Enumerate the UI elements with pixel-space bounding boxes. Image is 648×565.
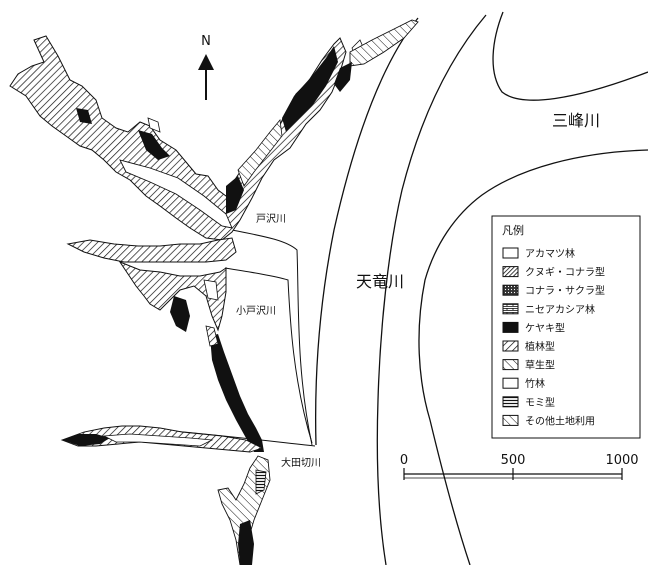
north-arrow-head-icon (198, 54, 214, 70)
veg-upper-basin (9, 35, 347, 241)
veg-upper-mid-black (226, 176, 244, 214)
legend-swatch (502, 414, 519, 426)
veg-upper-black-dot (76, 108, 92, 124)
tozawa-channel (231, 229, 313, 446)
legend-item-label: その他土地利用 (525, 414, 595, 427)
legend-items: アカマツ林クヌギ・コナラ型コナラ・サクラ型ニセアカシア林ケヤキ型植林型草生型竹林… (502, 247, 605, 427)
legend-swatch (502, 340, 519, 352)
river-label-tozawa: 戸沢川 (256, 212, 286, 225)
river-label-ootagiri: 大田切川 (281, 456, 321, 469)
river-label-mine: 三峰川 (552, 111, 600, 130)
veg-upper-white-strip (119, 159, 233, 229)
tenryu-west-bank (314, 17, 419, 446)
legend-swatch (502, 359, 519, 371)
veg-ootagiri-white (102, 433, 214, 447)
river-label-tenryu: 天竜川 (356, 272, 404, 291)
legend-item-label: 植林型 (525, 340, 555, 353)
north-arrow: N (198, 34, 214, 100)
legend-item-label: ニセアカシア林 (525, 303, 595, 316)
legend-swatch (502, 321, 519, 333)
legend: 凡例 アカマツ林クヌギ・コナラ型コナラ・サクラ型ニセアカシア林ケヤキ型植林型草生… (491, 215, 641, 439)
legend-item-label: コナラ・サクラ型 (525, 284, 605, 297)
scale-bar: 0 500 1000 (400, 453, 639, 480)
legend-swatch (502, 396, 519, 408)
legend-item-label: 草生型 (525, 359, 555, 372)
veg-upper-white-pocket (147, 117, 161, 133)
legend-item-label: 竹林 (525, 377, 545, 390)
veg-middle-white-pocket (203, 279, 219, 301)
veg-upper-black-notch (138, 130, 170, 160)
kotozawa-channel (224, 267, 313, 444)
legend-swatch (502, 377, 519, 389)
scale-label-1000: 1000 (605, 453, 638, 468)
legend-swatch (502, 247, 519, 259)
legend-title: 凡例 (502, 223, 524, 237)
veg-upper-black-ridge (282, 46, 338, 132)
veg-south-black (238, 520, 254, 565)
veg-middle-black-finger (170, 296, 190, 332)
legend-item-label: ケヤキ型 (525, 321, 565, 334)
veg-ootagiri-black (62, 434, 110, 446)
legend-swatch (502, 266, 519, 278)
veg-south-hatch (255, 469, 267, 495)
legend-swatch (502, 303, 519, 315)
veg-middle-basin (66, 237, 237, 263)
veg-ne-strip-black (334, 62, 352, 92)
mine-river-north-bank (492, 11, 648, 101)
legend-item-label: アカマツ林 (525, 247, 575, 260)
veg-lower-hatch-spot (205, 325, 219, 347)
veg-middle-lower-fingers (118, 260, 227, 332)
legend-swatch (502, 284, 519, 296)
legend-item-label: モミ型 (525, 396, 555, 409)
tenryu-east-bank (376, 14, 487, 565)
river-label-kotozawa: 小戸沢川 (236, 304, 276, 317)
mine-river-south-bank (418, 149, 648, 565)
north-arrow-label: N (201, 34, 211, 49)
veg-ne-strip-lower (237, 119, 283, 187)
veg-lower-black-trunk (210, 334, 264, 452)
scale-label-500: 500 (501, 453, 526, 468)
scale-label-0: 0 (400, 453, 408, 468)
veg-ne-strip (349, 19, 419, 67)
legend-item-label: クヌギ・コナラ型 (525, 266, 605, 279)
